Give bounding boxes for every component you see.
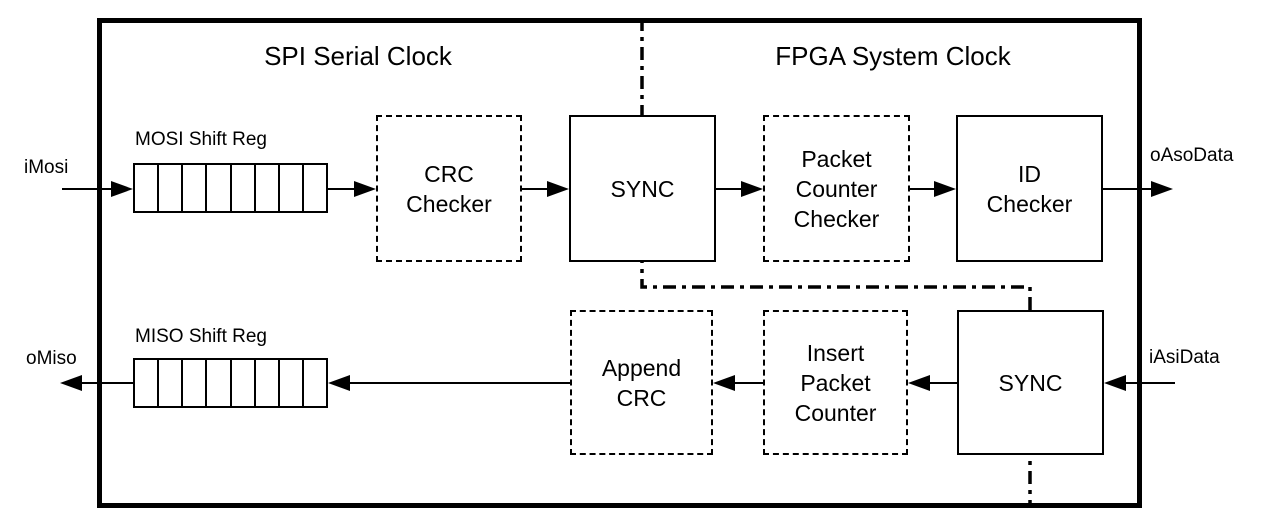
arrowhead-icon	[1151, 181, 1173, 197]
arrowhead-icon	[908, 375, 930, 391]
miso-shift-reg-label: MISO Shift Reg	[135, 326, 267, 347]
arrowhead-icon	[60, 375, 82, 391]
shift-reg-cell	[135, 360, 160, 406]
packet-counter-checker-block: Packet Counter Checker	[763, 115, 910, 262]
arrowhead-icon	[934, 181, 956, 197]
arrowhead-icon	[741, 181, 763, 197]
id-checker-block: ID Checker	[956, 115, 1103, 262]
shift-reg-cell	[280, 165, 304, 211]
shift-reg-cell	[232, 165, 256, 211]
shift-reg-cell	[207, 360, 232, 406]
sync-rx-block: SYNC	[569, 115, 716, 262]
crc-checker-block: CRC Checker	[376, 115, 522, 262]
arrowhead-icon	[328, 375, 350, 391]
domain-label-spi: SPI Serial Clock	[264, 41, 452, 71]
append-crc-block: Append CRC	[570, 310, 713, 455]
port-label-iasidata: iAsiData	[1149, 347, 1220, 368]
shift-reg-cell	[159, 165, 184, 211]
arrowhead-icon	[713, 375, 735, 391]
port-label-oasodata: oAsoData	[1150, 145, 1234, 166]
arrowhead-icon	[354, 181, 376, 197]
domain-label-fpga: FPGA System Clock	[775, 41, 1011, 71]
arrowhead-icon	[547, 181, 569, 197]
shift-reg-cell	[135, 165, 160, 211]
shift-reg-cell	[183, 360, 208, 406]
port-label-omiso: oMiso	[26, 348, 77, 369]
shift-reg-cell	[183, 165, 208, 211]
sync-tx-block: SYNC	[957, 310, 1104, 455]
shift-reg-cell	[159, 360, 184, 406]
shift-reg-cell	[304, 360, 326, 406]
miso-shift-reg	[133, 358, 328, 408]
shift-reg-cell	[232, 360, 256, 406]
port-label-imosi: iMosi	[24, 157, 69, 178]
arrowhead-icon	[111, 181, 133, 197]
shift-reg-cell	[207, 165, 232, 211]
shift-reg-cell	[256, 360, 280, 406]
insert-packet-counter-block: Insert Packet Counter	[763, 310, 908, 455]
shift-reg-cell	[280, 360, 304, 406]
shift-reg-cell	[256, 165, 280, 211]
arrowhead-icon	[1104, 375, 1126, 391]
shift-reg-cell	[304, 165, 326, 211]
mosi-shift-reg-label: MOSI Shift Reg	[135, 129, 267, 150]
mosi-shift-reg	[133, 163, 328, 213]
